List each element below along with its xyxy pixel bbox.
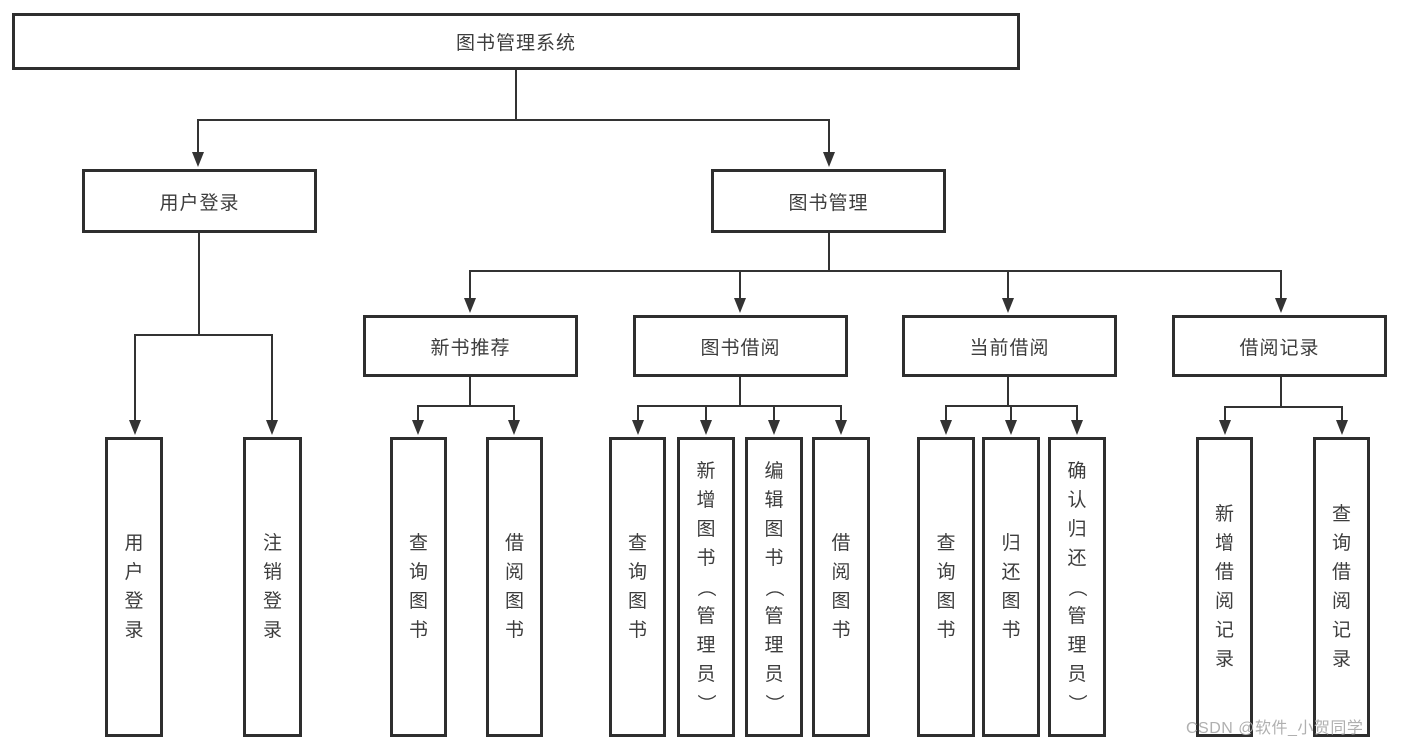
node-library-management-system: 图书管理系统 [12, 13, 1020, 70]
node-label: 图书管理系统 [455, 33, 576, 54]
node-label: 归还图书 [1001, 533, 1021, 641]
watermark: CSDN @软件_小贺同学 [1186, 720, 1364, 737]
node-label: 图书管理 [788, 192, 869, 214]
node-label: 查询图书 [408, 533, 428, 641]
node-query-borrow-record: 查询借阅记录 [1313, 437, 1370, 737]
node-label: 新增借阅记录 [1214, 504, 1234, 670]
node-label: 查询图书 [627, 533, 647, 641]
node-label: 借阅图书 [504, 533, 524, 641]
node-label: 查询借阅记录 [1331, 504, 1351, 670]
node-query-books-current: 查询图书 [917, 437, 975, 737]
node-label: 查询图书 [936, 533, 956, 641]
node-borrow-books-newbook: 借阅图书 [486, 437, 543, 737]
node-label: 新书推荐 [430, 337, 511, 359]
node-query-books-newbook: 查询图书 [390, 437, 447, 737]
node-edit-books-admin: 编辑图书（管理员） [745, 437, 803, 737]
node-add-borrow-record: 新增借阅记录 [1196, 437, 1253, 737]
node-label: 新增图书（管理员） [695, 460, 717, 713]
node-query-books-borrowing: 查询图书 [609, 437, 666, 737]
node-label: 用户登录 [159, 192, 240, 214]
node-current-borrowing: 当前借阅 [902, 315, 1117, 377]
node-label: 图书借阅 [700, 337, 781, 359]
node-return-books: 归还图书 [982, 437, 1040, 737]
node-label: 借阅图书 [831, 533, 851, 641]
node-add-books-admin: 新增图书（管理员） [677, 437, 735, 737]
node-label: 注销登录 [262, 533, 282, 641]
node-logout-leaf: 注销登录 [243, 437, 302, 737]
node-confirm-return-admin: 确认归还（管理员） [1048, 437, 1106, 737]
node-new-book-recommend: 新书推荐 [363, 315, 578, 377]
node-user-login-leaf: 用户登录 [105, 437, 163, 737]
node-borrow-books-borrowing: 借阅图书 [812, 437, 870, 737]
node-book-borrowing: 图书借阅 [633, 315, 848, 377]
node-label: 编辑图书（管理员） [763, 460, 785, 713]
node-label: 确认归还（管理员） [1066, 460, 1088, 713]
node-user-login: 用户登录 [82, 169, 317, 233]
node-borrow-records: 借阅记录 [1172, 315, 1387, 377]
node-book-management: 图书管理 [711, 169, 946, 233]
node-label: 用户登录 [124, 533, 144, 641]
node-label: 当前借阅 [969, 337, 1050, 359]
node-label: 借阅记录 [1239, 337, 1320, 359]
